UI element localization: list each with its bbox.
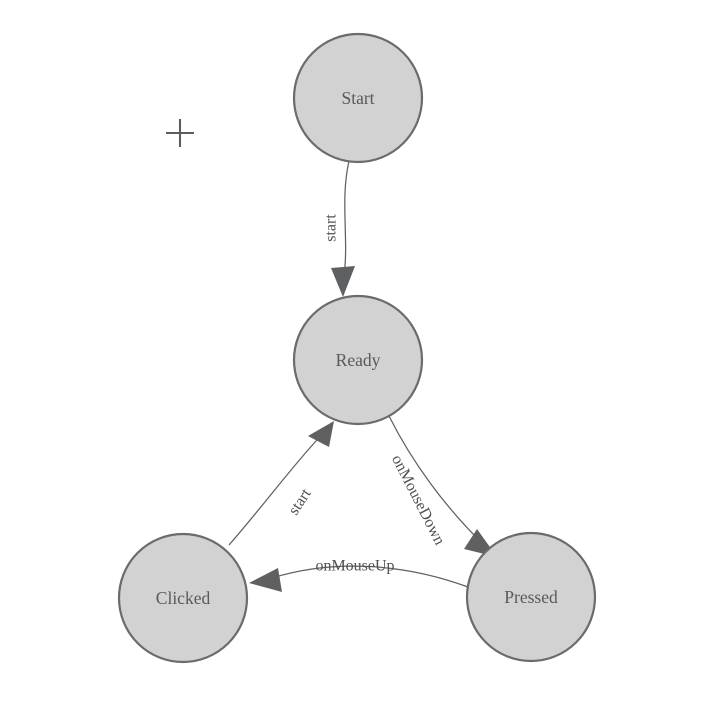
arrowhead-clicked-to-ready [308, 421, 334, 447]
node-circle-start[interactable] [292, 32, 424, 164]
node-ready[interactable]: Ready [292, 294, 424, 426]
edge-start-to-ready[interactable]: start [323, 160, 356, 297]
node-circle-pressed[interactable] [465, 531, 597, 663]
edge-path-ready-to-pressed[interactable] [388, 415, 485, 546]
node-circle-ready[interactable] [292, 294, 424, 426]
node-circle-clicked[interactable] [117, 532, 249, 664]
edge-path-pressed-to-clicked[interactable] [271, 565, 469, 588]
arrowhead-start-to-ready [331, 266, 355, 297]
node-label-start: Start [341, 88, 374, 108]
edge-ready-to-pressed[interactable]: onMouseDown [388, 415, 497, 557]
edge-clicked-to-ready[interactable]: start [228, 421, 334, 546]
arrowhead-pressed-to-clicked [249, 568, 282, 592]
edge-label-start-to-ready: start [323, 214, 340, 242]
node-start[interactable]: Start [292, 32, 424, 164]
node-label-ready: Ready [336, 350, 381, 370]
edge-pressed-to-clicked[interactable]: onMouseUp [249, 558, 469, 593]
edge-path-start-to-ready[interactable] [343, 160, 350, 276]
crosshair-cursor-icon [166, 119, 194, 147]
node-label-clicked: Clicked [156, 588, 211, 608]
edge-label-pressed-to-clicked: onMouseUp [315, 558, 394, 575]
node-pressed[interactable]: Pressed [465, 531, 597, 663]
edge-label-clicked-to-ready: start [285, 485, 315, 518]
edge-path-clicked-to-ready[interactable] [228, 439, 318, 546]
node-label-pressed: Pressed [504, 587, 558, 607]
node-clicked[interactable]: Clicked [117, 532, 249, 664]
